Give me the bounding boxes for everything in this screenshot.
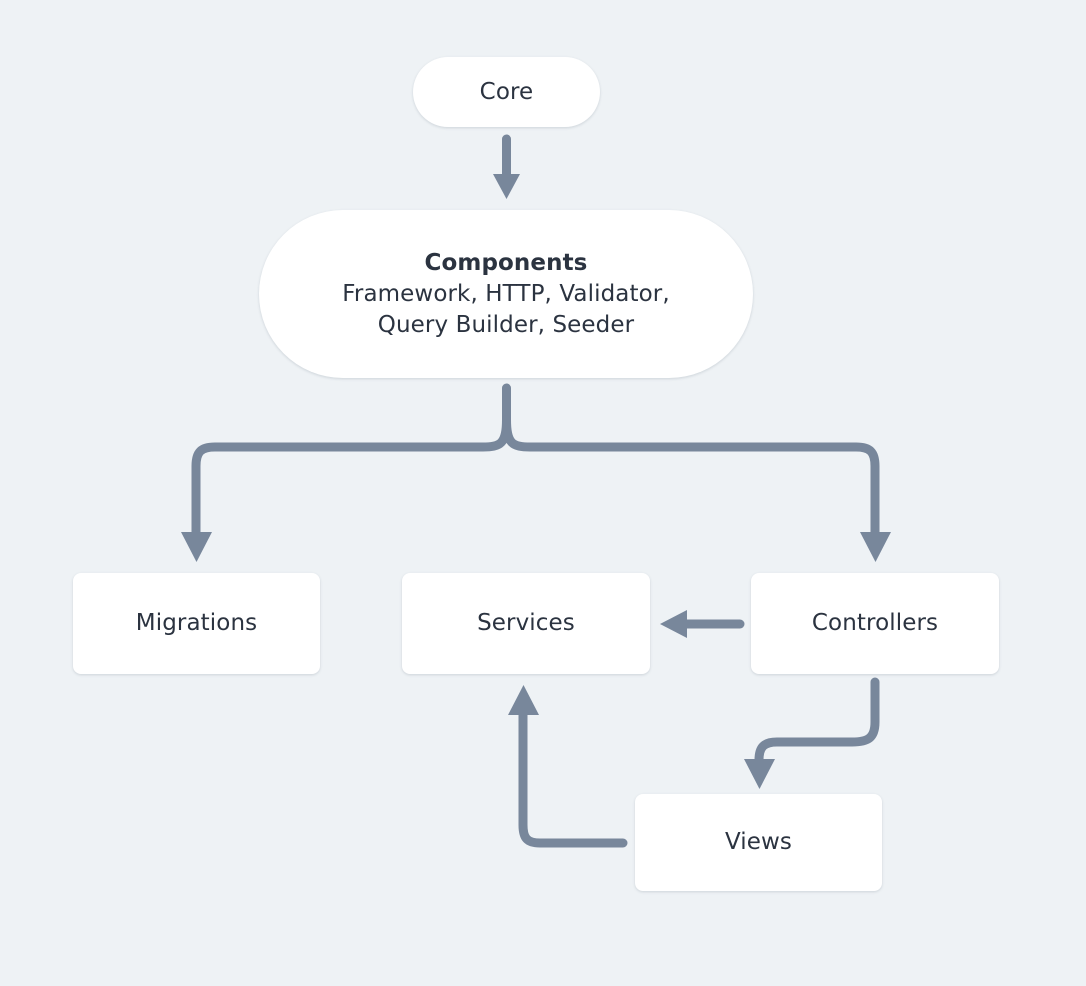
node-views[interactable]: Views [635,794,882,891]
node-migrations-label: Migrations [135,610,258,637]
node-controllers-label: Controllers [811,610,939,637]
node-components-subtitle-line-1: Framework, HTTP, Validator, [342,280,670,307]
edge-controllers-to-views [744,677,880,789]
node-core-label: Core [479,78,534,105]
node-services[interactable]: Services [402,573,650,674]
edge-views-to-services [508,685,628,848]
node-views-label: Views [724,829,793,856]
edge-components-to-migrations [181,415,511,562]
node-migrations[interactable]: Migrations [73,573,320,674]
edge-controllers-to-services [660,610,745,638]
node-components[interactable]: Components Framework, HTTP, Validator, Q… [259,210,753,378]
node-components-subtitle-line-2: Query Builder, Seeder [377,311,635,338]
node-controllers[interactable]: Controllers [751,573,999,674]
node-core[interactable]: Core [413,57,600,127]
node-services-label: Services [477,610,575,637]
node-components-title: Components [424,249,588,276]
edge-components-to-controllers [502,415,891,562]
edge-core-to-components [493,134,520,199]
